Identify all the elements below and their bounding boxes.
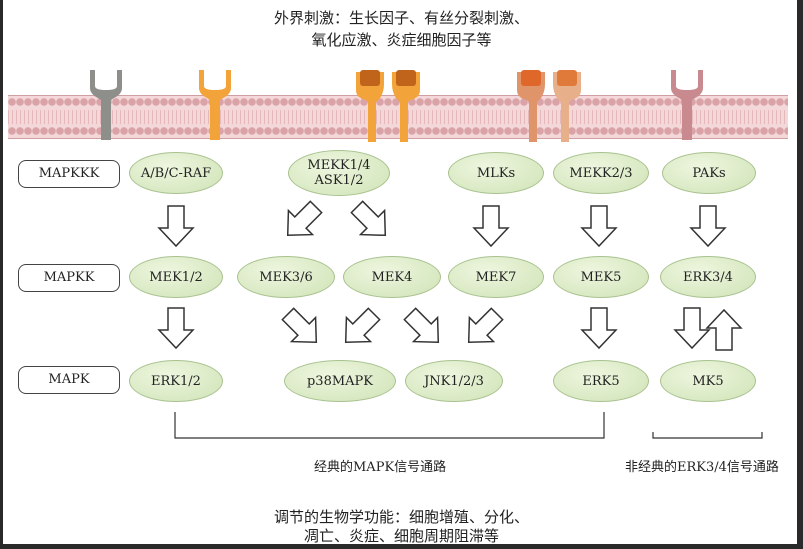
arrow-mk5-to-erk34 xyxy=(706,309,742,351)
arrow-mek4-to-p38 xyxy=(332,301,387,356)
arrow-mek4-to-jnk xyxy=(397,301,452,356)
arrow-mlks-to-mek7 xyxy=(473,205,509,247)
arrow-mek12-to-erk12 xyxy=(158,307,194,349)
node-mlks: MLKs xyxy=(448,152,544,194)
arrow-mek7-to-jnk xyxy=(455,301,510,356)
receptor-pink xyxy=(671,70,703,140)
arrow-mek36-to-p38 xyxy=(275,301,330,356)
node-paks: PAKs xyxy=(662,152,756,194)
arrow-mekk23-to-mek5 xyxy=(581,205,617,247)
node-mek12: MEK1/2 xyxy=(129,256,223,298)
receptor-orange xyxy=(199,70,231,140)
arrow-erk34-to-mk5 xyxy=(674,307,710,349)
cell-membrane xyxy=(8,95,788,139)
classical-pathway-label: 经典的MAPK信号通路 xyxy=(314,460,447,475)
arrow-mekk-to-mek4 xyxy=(344,194,399,249)
classical-bracket xyxy=(174,412,605,439)
node-erk5: ERK5 xyxy=(553,360,649,402)
function-text-line1: 调节的生物学功能：细胞增殖、分化、 xyxy=(273,508,529,526)
function-text-line2: 凋亡、炎症、细胞周期阻滞等 xyxy=(303,527,499,545)
node-mekk14-ask12: MEKK1/4 ASK1/2 xyxy=(288,150,390,196)
node-mek5: MEK5 xyxy=(553,256,649,298)
node-mek7: MEK7 xyxy=(448,256,544,298)
node-mekk23: MEKK2/3 xyxy=(553,152,649,194)
nonclassical-pathway-label: 非经典的ERK3/4信号通路 xyxy=(625,460,779,475)
stimulus-text-line2: 氧化应激、炎症细胞因子等 xyxy=(311,31,492,49)
node-p38mapk: p38MAPK xyxy=(284,360,396,402)
receptor-dimer-orange-with-ligand xyxy=(356,70,420,142)
node-mk5: MK5 xyxy=(660,360,756,402)
node-a-b-c-raf: A/B/C-RAF xyxy=(129,152,223,194)
arrow-mek5-to-erk5 xyxy=(581,307,617,349)
arrow-mekk-to-mek36 xyxy=(274,194,329,249)
level-label-mapkk: MAPKK xyxy=(18,264,120,292)
stimulus-text-line1: 外界刺激：生长因子、有丝分裂刺激、 xyxy=(273,9,529,27)
receptor-gray xyxy=(90,70,122,140)
node-erk34: ERK3/4 xyxy=(660,256,756,298)
level-label-mapkkk: MAPKKK xyxy=(18,160,120,188)
level-label-mapk: MAPK xyxy=(18,366,120,394)
arrow-raf-to-mek12 xyxy=(158,205,194,247)
arrow-paks-to-erk34 xyxy=(690,205,726,247)
node-jnk123: JNK1/2/3 xyxy=(405,360,503,402)
node-erk12: ERK1/2 xyxy=(129,360,223,402)
nonclassical-bracket xyxy=(652,432,763,439)
node-mek36: MEK3/6 xyxy=(237,256,335,298)
receptor-dimer-peach-with-ligand xyxy=(517,70,581,142)
node-mek4: MEK4 xyxy=(343,256,441,298)
